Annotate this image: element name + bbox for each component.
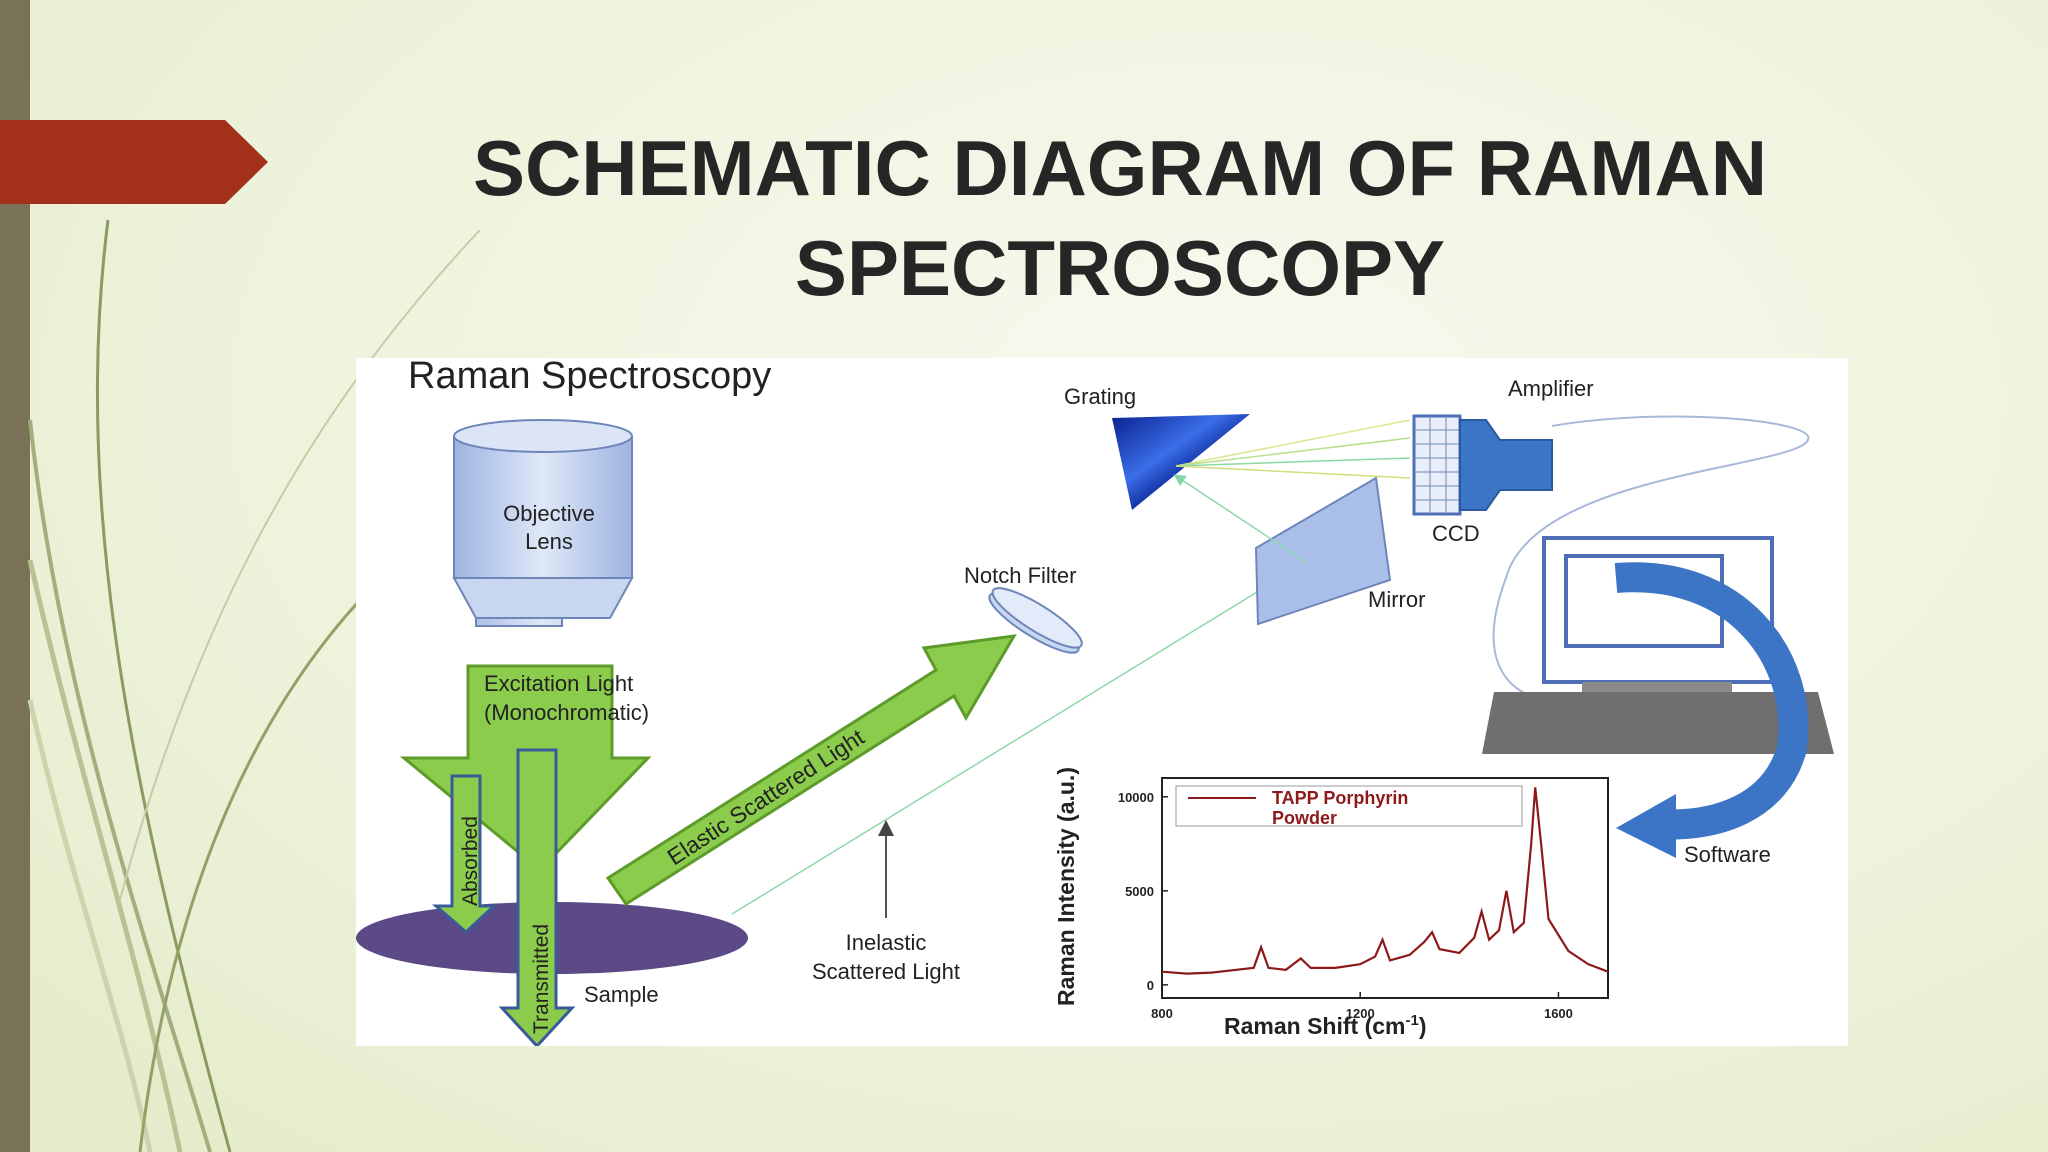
ccd-icon (1412, 414, 1462, 516)
chart-y-tick-label-1: 5000 (1125, 884, 1154, 899)
chart-y-axis-label: Raman Intensity (a.u.) (1053, 767, 1079, 1006)
chart-x-axis-label-sup: -1 (1405, 1012, 1418, 1029)
raman-diagram-panel: Raman Spectroscopy Objective Lens Excita… (356, 358, 1848, 1046)
inelastic-label-1: Inelastic (846, 930, 927, 955)
amplifier-label: Amplifier (1508, 376, 1594, 401)
chart-x-axis-label: Raman Shift (cm-1) (1224, 1012, 1427, 1039)
software-flow-arrowhead (1616, 794, 1676, 858)
software-flow-arrow (1614, 562, 1809, 840)
title-accent-arrow-tab (0, 120, 268, 204)
chart-data-layer: 800 1200 1600 10000 5000 0 (1118, 787, 1609, 1021)
chart-x-tick-label-2: 1600 (1544, 1006, 1573, 1021)
diagram-heading: Raman Spectroscopy (408, 358, 771, 397)
sample-label: Sample (584, 982, 659, 1007)
excitation-label-1: Excitation Light (484, 671, 633, 696)
signal-cable (1492, 415, 1810, 699)
grating-label: Grating (1064, 384, 1136, 409)
chart-x-tick-label-0: 800 (1151, 1006, 1173, 1021)
slide-title-line-2: SPECTROSCOPY (794, 224, 1446, 312)
objective-lens-label-1: Objective (503, 501, 595, 526)
chart-legend-box (1175, 785, 1523, 827)
mirror-to-grating-beam (1173, 474, 1307, 563)
chart-y-tick-label-0: 10000 (1118, 790, 1154, 805)
transmitted-label: Transmitted (530, 924, 553, 1034)
chart-x-axis-label-main: Raman Shift (cm (1224, 1013, 1405, 1039)
chart-legend-label-1: TAPP Porphyrin (1272, 788, 1408, 808)
slide-title-line-1: SCHEMATIC DIAGRAM OF RAMAN (472, 124, 1768, 212)
inelastic-scattered-beam (731, 560, 1309, 915)
amplifier-icon (1459, 419, 1553, 511)
absorbed-label: Absorbed (459, 816, 482, 906)
mirror-label: Mirror (1368, 587, 1425, 612)
software-label: Software (1684, 842, 1771, 867)
objective-lens-label-2: Lens (525, 529, 573, 554)
inelastic-label-2: Scattered Light (812, 959, 960, 984)
chart-y-tick-label-2: 0 (1147, 978, 1154, 993)
slide-title: SCHEMATIC DIAGRAM OF RAMAN SPECTROSCOPY (330, 118, 1910, 318)
ccd-label: CCD (1432, 521, 1480, 546)
notch-filter-icon (988, 587, 1083, 654)
raman-spectrum-chart: 800 1200 1600 10000 5000 0 TAPP Porphyrin Pow… (1053, 767, 1609, 1039)
absorbed-arrow (431, 774, 498, 935)
transmitted-arrow (498, 748, 576, 1046)
notch-filter-label: Notch Filter (964, 563, 1076, 588)
excitation-label-2: (Monochromatic) (484, 700, 649, 725)
chart-legend-label-2: Powder (1272, 808, 1337, 828)
dispersed-beams (1175, 419, 1411, 479)
chart-x-tick-label-1: 1200 (1346, 1006, 1375, 1021)
mirror-icon (1254, 476, 1392, 626)
ccd-grid (1414, 416, 1460, 514)
grating-icon (1112, 414, 1250, 510)
objective-lens-icon (452, 419, 634, 627)
chart-series-line-0 (1161, 787, 1609, 975)
elastic-scattered-arrow (605, 634, 1017, 907)
chart-x-axis-label-end: ) (1419, 1013, 1427, 1039)
